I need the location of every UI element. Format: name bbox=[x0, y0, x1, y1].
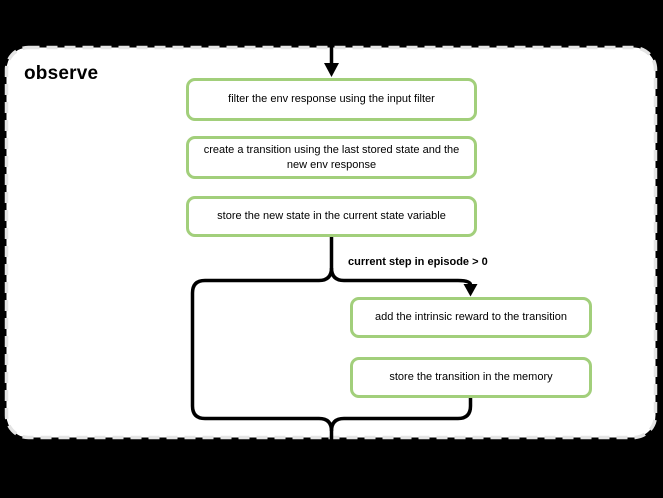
condition-branch-line bbox=[329, 267, 473, 286]
node-add-intrinsic-reward: add the intrinsic reward to the transiti… bbox=[350, 297, 592, 338]
node-label: store the transition in the memory bbox=[389, 371, 553, 384]
node-label: store the new state in the current state… bbox=[217, 210, 446, 223]
node-store-transition-memory: store the transition in the memory bbox=[350, 357, 592, 398]
entry-arrowhead-icon bbox=[324, 63, 339, 77]
condition-arrowhead-icon bbox=[463, 284, 478, 297]
node-filter-env-response: filter the env response using the input … bbox=[186, 78, 477, 121]
node-create-transition: create a transition using the last store… bbox=[186, 136, 477, 179]
merge-branch-line bbox=[329, 397, 473, 432]
bypass-branch-line bbox=[190, 236, 334, 454]
node-label: filter the env response using the input … bbox=[228, 93, 435, 106]
node-label: add the intrinsic reward to the transiti… bbox=[375, 311, 567, 324]
node-label: create a transition using the last store… bbox=[203, 143, 460, 171]
node-store-new-state: store the new state in the current state… bbox=[186, 196, 477, 237]
branch-condition-label: current step in episode > 0 bbox=[348, 256, 488, 268]
group-title: observe bbox=[24, 63, 99, 84]
